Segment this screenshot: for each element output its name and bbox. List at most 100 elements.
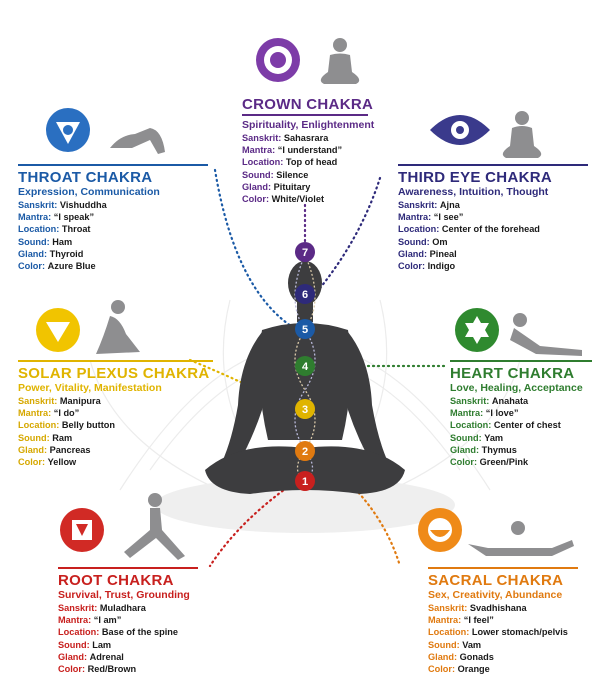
throat-chakra-card: THROAT CHAKRA Expression, Communication … xyxy=(18,164,218,272)
chakra-point-1: 1 xyxy=(295,471,315,491)
crown-mantra-row: Mantra: “I understand” xyxy=(242,145,343,156)
heart-subtitle: Love, Healing, Acceptance xyxy=(450,382,583,394)
sacral-color-row: Color: Orange xyxy=(428,664,490,675)
svg-text:4: 4 xyxy=(302,361,309,373)
throat-chakra-icon xyxy=(46,108,90,152)
thirdeye-subtitle: Awareness, Intuition, Thought xyxy=(398,186,549,198)
heart-chakra-title: HEART CHAKRA xyxy=(450,365,575,382)
throat-mantra-row: Mantra: “I speak” xyxy=(18,212,95,223)
heart-mantra-row: Mantra: “I love” xyxy=(450,408,519,419)
crown-sound-row: Sound: Silence xyxy=(242,169,309,180)
throat-location-row: Location: Throat xyxy=(18,224,91,235)
energy-channel xyxy=(294,254,316,483)
heart-color-row: Color: Green/Pink xyxy=(450,457,529,468)
sacral-subtitle: Sex, Creativity, Abundance xyxy=(428,589,563,601)
thirdeye-pose-figure xyxy=(502,111,542,158)
heart-chakra-icon xyxy=(455,308,499,352)
solar-subtitle: Power, Vitality, Manifestation xyxy=(18,382,162,394)
thirdeye-color-row: Color: Indigo xyxy=(398,261,456,272)
root-mantra-row: Mantra: “I am” xyxy=(58,615,122,626)
sacral-top-divider xyxy=(428,567,578,569)
thirdeye-top-divider xyxy=(398,164,588,166)
sacral-chakra-title: SACRAL CHAKRA xyxy=(428,572,564,589)
crown-chakra-title: CROWN CHAKRA xyxy=(242,96,374,113)
crown-gland-row: Gland: Pituitary xyxy=(242,181,311,192)
svg-text:7: 7 xyxy=(302,247,308,259)
solar-sound-row: Sound: Ram xyxy=(18,432,73,443)
crown-sanskrit-row: Sanskrit: Sahasrara xyxy=(242,133,329,143)
thirdeye-sound-row: Sound: Om xyxy=(398,236,448,247)
sacral-chakra-card: SACRAL CHAKRA Sex, Creativity, Abundance… xyxy=(428,567,600,675)
root-chakra-card: ROOT CHAKRA Survival, Trust, Grounding S… xyxy=(58,567,258,675)
thirdeye-mantra-row: Mantra: “I see” xyxy=(398,212,464,223)
sacral-chakra-icon xyxy=(418,508,462,552)
thirdeye-chakra-icon xyxy=(430,115,490,145)
sacral-sanskrit-row: Sanskrit: Svadhishana xyxy=(428,603,527,613)
svg-text:6: 6 xyxy=(302,289,308,301)
chakra-point-6: 6 xyxy=(295,284,315,304)
thirdeye-chakra-card: THIRD EYE CHAKRA Awareness, Intuition, T… xyxy=(398,164,598,272)
root-gland-row: Gland: Adrenal xyxy=(58,651,124,662)
chakra-point-2: 2 xyxy=(295,441,315,461)
sacral-sound-row: Sound: Vam xyxy=(428,639,482,650)
solar-location-row: Location: Belly button xyxy=(18,420,115,431)
root-color-row: Color: Red/Brown xyxy=(58,664,137,675)
throat-sound-row: Sound: Ham xyxy=(18,236,73,247)
root-sound-row: Sound: Lam xyxy=(58,639,112,650)
thirdeye-sanskrit-row: Sanskrit: Ajna xyxy=(398,200,460,210)
crown-color-row: Color: White/Violet xyxy=(242,194,325,205)
thirdeye-gland-row: Gland: Pineal xyxy=(398,248,457,259)
throat-chakra-title: THROAT CHAKRA xyxy=(18,169,153,186)
root-top-divider xyxy=(58,567,198,569)
root-pose-figure xyxy=(124,493,185,560)
root-location-row: Location: Base of the spine xyxy=(58,627,178,638)
crown-location-row: Location: Top of head xyxy=(242,157,338,168)
crown-subtitle: Spirituality, Enlightenment xyxy=(242,119,375,131)
solar-pose-figure xyxy=(96,300,140,354)
crown-chakra-icon xyxy=(256,38,300,82)
heart-sound-row: Sound: Yam xyxy=(450,432,504,443)
thirdeye-location-row: Location: Center of the forehead xyxy=(398,224,540,235)
svg-text:3: 3 xyxy=(302,404,308,416)
solar-chakra-card: SOLAR PLEXUS CHAKRA Power, Vitality, Man… xyxy=(18,360,218,468)
heart-sanskrit-row: Sanskrit: Anahata xyxy=(450,396,529,406)
chakra-point-7: 7 xyxy=(295,242,315,262)
svg-text:1: 1 xyxy=(302,476,308,488)
throat-subtitle: Expression, Communication xyxy=(18,186,160,198)
solar-chakra-icon xyxy=(36,308,80,352)
solar-top-divider xyxy=(18,360,213,362)
root-chakra-title: ROOT CHAKRA xyxy=(58,572,174,589)
crown-chakra-card: CROWN CHAKRA Spirituality, Enlightenment… xyxy=(242,96,442,205)
heart-gland-row: Gland: Thymus xyxy=(450,444,517,455)
root-chakra-icon xyxy=(60,508,104,552)
solar-sanskrit-row: Sanskrit: Manipura xyxy=(18,396,101,406)
sacral-mantra-row: Mantra: “I feel” xyxy=(428,615,494,626)
solar-color-row: Color: Yellow xyxy=(18,457,77,468)
crown-divider xyxy=(242,114,368,116)
heart-location-row: Location: Center of chest xyxy=(450,420,561,431)
root-sanskrit-row: Sanskrit: Muladhara xyxy=(58,603,146,613)
throat-top-divider xyxy=(18,164,208,166)
svg-text:2: 2 xyxy=(302,446,308,458)
root-subtitle: Survival, Trust, Grounding xyxy=(58,589,190,601)
heart-pose-figure xyxy=(510,313,582,356)
throat-sanskrit-row: Sanskrit: Vishuddha xyxy=(18,200,107,210)
throat-gland-row: Gland: Thyroid xyxy=(18,248,84,259)
throat-pose-figure xyxy=(110,128,165,154)
chakra-point-3: 3 xyxy=(295,399,315,419)
sacral-gland-row: Gland: Gonads xyxy=(428,651,494,662)
sacral-pose-figure xyxy=(468,521,574,556)
solar-gland-row: Gland: Pancreas xyxy=(18,444,91,455)
thirdeye-chakra-title: THIRD EYE CHAKRA xyxy=(398,169,552,186)
sacral-location-row: Location: Lower stomach/pelvis xyxy=(428,627,568,638)
chakra-point-5: 5 xyxy=(295,319,315,339)
chakra-point-4: 4 xyxy=(295,356,315,376)
svg-text:5: 5 xyxy=(302,324,308,336)
heart-chakra-card: HEART CHAKRA Love, Healing, Acceptance S… xyxy=(450,360,600,468)
throat-color-row: Color: Azure Blue xyxy=(18,261,96,272)
solar-mantra-row: Mantra: “I do” xyxy=(18,408,80,419)
solar-chakra-title: SOLAR PLEXUS CHAKRA xyxy=(18,365,210,382)
crown-pose-figure xyxy=(320,38,360,84)
chakra-points: 7 6 5 4 3 2 1 xyxy=(295,242,315,491)
